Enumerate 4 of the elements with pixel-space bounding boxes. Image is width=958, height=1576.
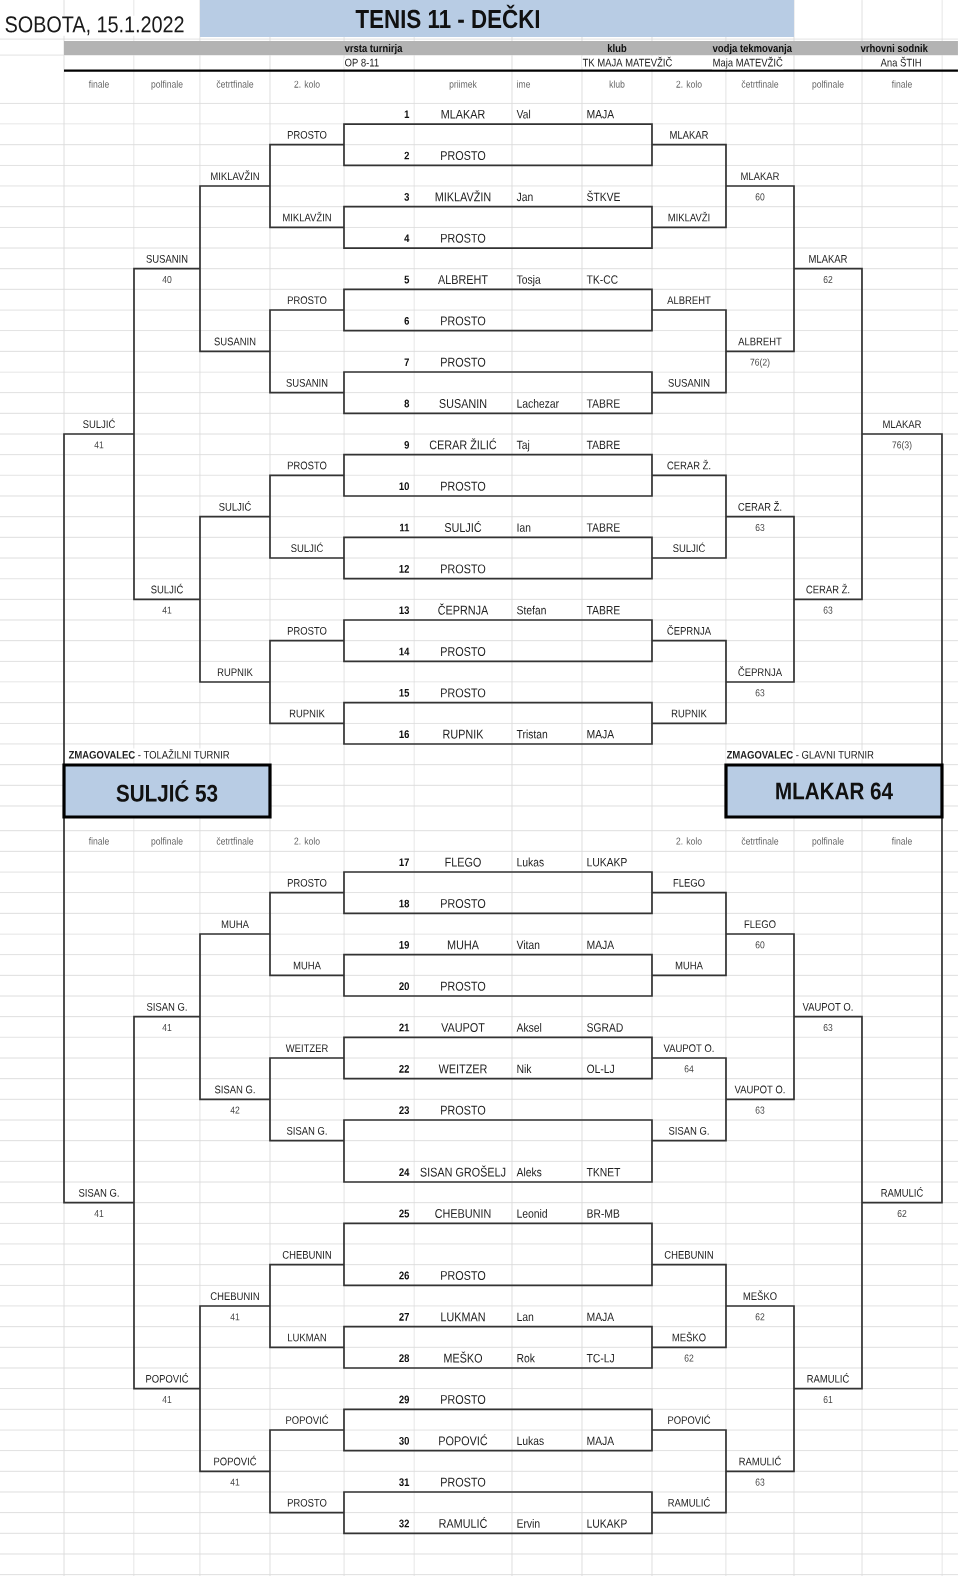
- date-text: SOBOTA, 15.1.2022: [4, 15, 186, 36]
- winner-box: MLAKAR 64: [724, 763, 944, 819]
- winner-box: SULJIĆ 53: [62, 763, 272, 819]
- title-banner: TENIS 11 - DEČKI: [200, 0, 794, 38]
